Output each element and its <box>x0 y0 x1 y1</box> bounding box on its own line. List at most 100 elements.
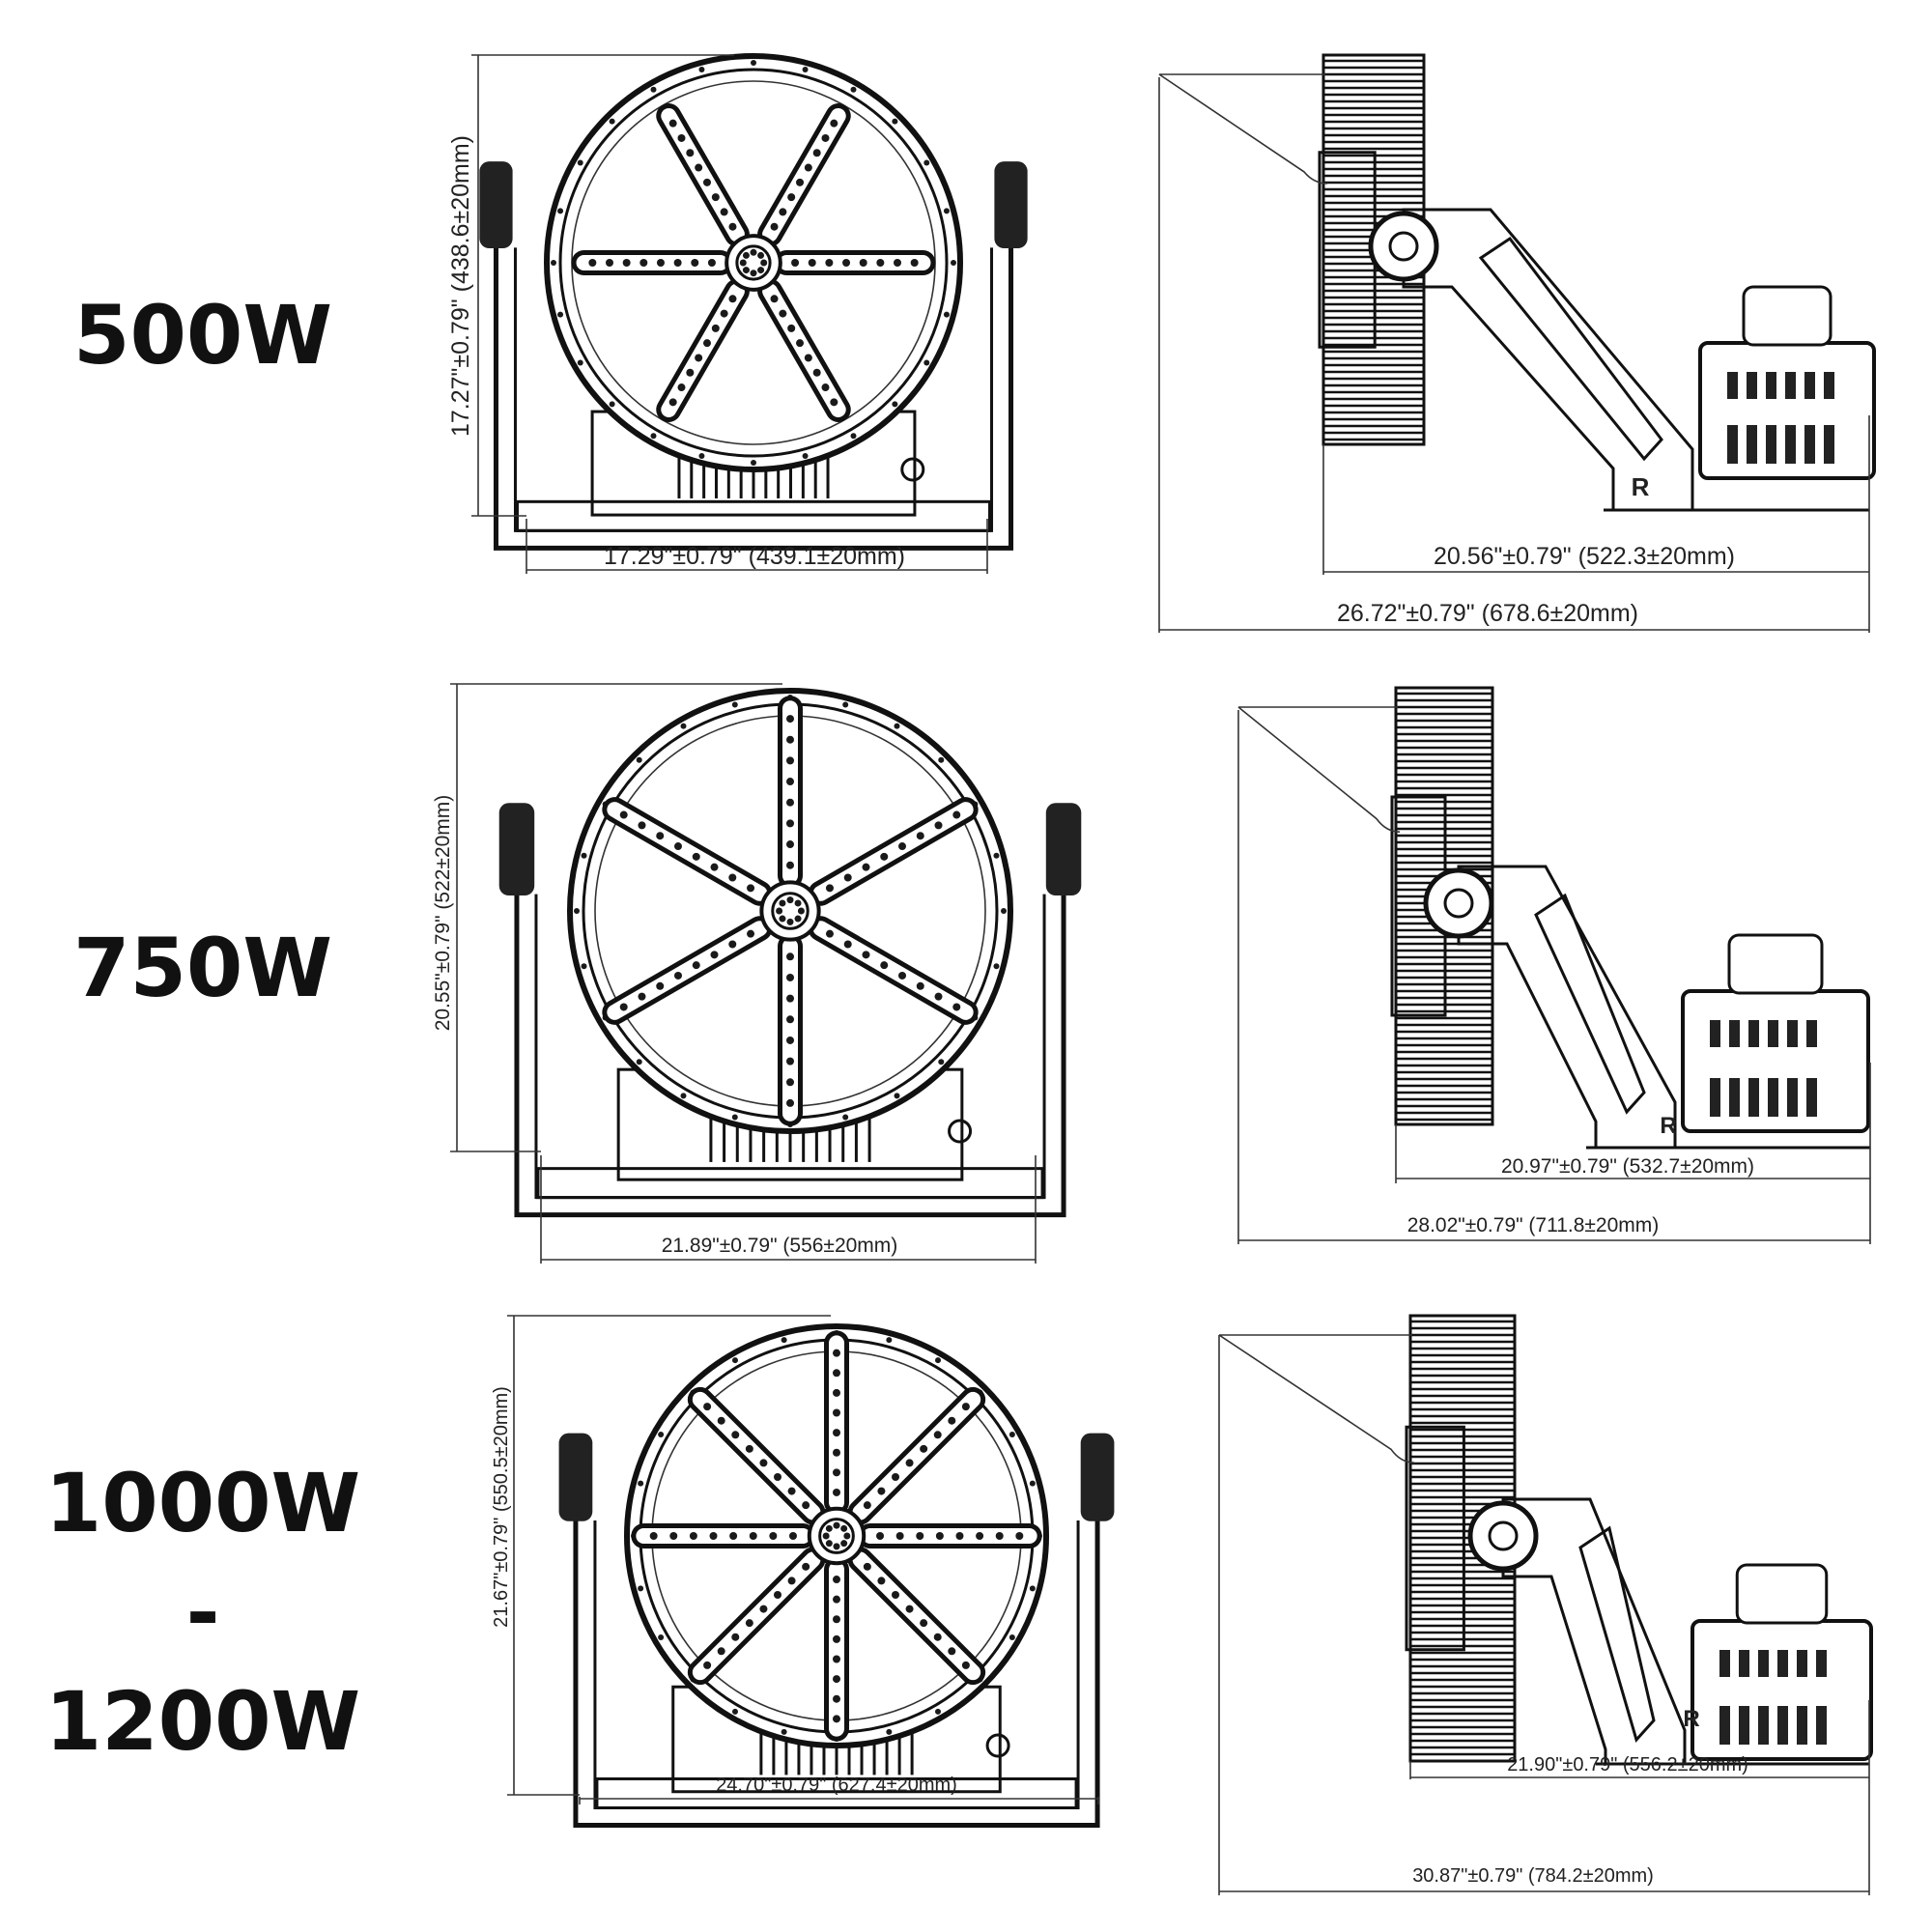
side-view-750w <box>1237 686 1870 1150</box>
led-chip <box>905 1459 914 1467</box>
ring-bolt <box>802 452 809 459</box>
led-chip <box>786 994 794 1003</box>
driver-fin-bottom <box>1816 1706 1827 1745</box>
lamp-core-side <box>1405 1425 1465 1652</box>
ring-bolt <box>1009 1432 1015 1437</box>
pivot-joint <box>1423 867 1494 939</box>
beam-projection <box>1158 73 1328 185</box>
dimension-lines-500w <box>471 54 1870 633</box>
led-chip <box>833 1715 840 1723</box>
led-chip <box>910 259 919 267</box>
led-chip <box>863 1562 871 1571</box>
ring-bolt <box>732 1708 738 1715</box>
led-chip <box>821 133 830 142</box>
wattage-label-500w: 500W <box>0 295 406 376</box>
driver-fin-bottom <box>1719 1706 1730 1745</box>
ring-bolt <box>943 311 950 318</box>
ring-bolt <box>842 1114 849 1121</box>
hub-led <box>776 907 783 915</box>
driver-fin-top <box>1785 372 1796 399</box>
led-chip <box>677 133 686 142</box>
led-chip <box>656 981 665 990</box>
driver-fin-bottom <box>1806 1078 1817 1117</box>
hub-led <box>757 267 765 274</box>
driver-fin-bottom <box>1729 1078 1740 1117</box>
hub-led <box>779 915 786 923</box>
led-chip <box>802 1501 810 1510</box>
side-depth-dimension-750w: 20.97"±0.79" (532.7±20mm) <box>1501 1155 1754 1178</box>
led-chip <box>833 1576 840 1584</box>
driver-fin-bottom <box>1785 425 1796 464</box>
led-chip <box>677 384 686 392</box>
tilt-knob-left <box>558 1433 593 1521</box>
side-views <box>450 53 1876 1895</box>
ring-bolt <box>938 756 945 763</box>
driver-fin-bottom <box>1777 1706 1788 1745</box>
ring-bolt <box>886 1728 893 1735</box>
led-chip <box>711 324 720 332</box>
led-chip <box>702 339 711 348</box>
surge-cap <box>1727 933 1824 995</box>
led-chip <box>747 884 755 893</box>
dimension-line <box>1237 710 1870 1244</box>
led-chip <box>769 1532 778 1540</box>
hub-led <box>750 248 757 256</box>
ring-bolt <box>850 433 857 440</box>
led-chip <box>843 940 852 949</box>
led-chip <box>619 810 628 819</box>
front-view-1000w-1200w <box>558 1323 1115 1828</box>
led-chip <box>961 1403 970 1411</box>
led-chip <box>995 1532 1004 1540</box>
led-chip <box>787 324 796 332</box>
ring-bolt <box>581 852 587 859</box>
led-chip <box>695 354 703 362</box>
led-chip <box>710 951 719 959</box>
mount-mark-1000w: R <box>1683 1706 1699 1732</box>
led-chip <box>686 149 695 157</box>
led-chip <box>877 1577 886 1585</box>
hub-led <box>843 1532 851 1540</box>
led-chip <box>955 1532 964 1540</box>
tilt-knob-left <box>479 161 513 249</box>
led-chip <box>728 222 737 231</box>
led-chip <box>786 1015 794 1024</box>
mounting-arm <box>1402 208 1694 512</box>
led-chip <box>933 1431 942 1439</box>
led-chip <box>833 1655 840 1663</box>
led-chip <box>703 1661 712 1669</box>
led-chip <box>920 1619 928 1628</box>
led-chip <box>787 193 796 202</box>
led-chip <box>759 1605 768 1613</box>
led-chip <box>728 295 737 303</box>
mount-mark-500w: R <box>1632 472 1650 501</box>
led-chip <box>893 259 901 267</box>
ring-bolt <box>680 1093 687 1099</box>
beam-projection <box>1218 1334 1415 1463</box>
driver-fin-top <box>1766 372 1776 399</box>
driver-fin-bottom <box>1710 1078 1720 1117</box>
led-chip <box>728 873 737 882</box>
dimension-line <box>507 1315 831 1796</box>
dimension-labels: 17.27"±0.79" (438.6±20mm) 17.29"±0.79" (… <box>432 135 1754 1887</box>
led-chip <box>786 778 794 786</box>
ring-bolt <box>557 208 564 214</box>
led-chip <box>786 861 794 869</box>
ring-bolt <box>1001 908 1007 914</box>
led-chip <box>880 961 889 970</box>
hub-led <box>742 267 750 274</box>
led-chip <box>622 259 631 267</box>
arm-slot <box>1478 236 1663 462</box>
led-chip <box>649 1532 658 1540</box>
hub-led <box>794 915 802 923</box>
led-chip <box>710 863 719 871</box>
driver-fin-top <box>1816 1650 1827 1677</box>
led-chip <box>673 259 682 267</box>
led-chip <box>891 1473 899 1482</box>
hub-led <box>840 1524 848 1532</box>
tilt-knob-right <box>994 161 1028 249</box>
led-chip <box>833 1694 840 1703</box>
led-chip <box>833 1448 840 1457</box>
led-chip <box>812 368 821 377</box>
dimension-lines-1000w-1200w <box>507 1315 1870 1895</box>
led-chip <box>731 1431 740 1439</box>
